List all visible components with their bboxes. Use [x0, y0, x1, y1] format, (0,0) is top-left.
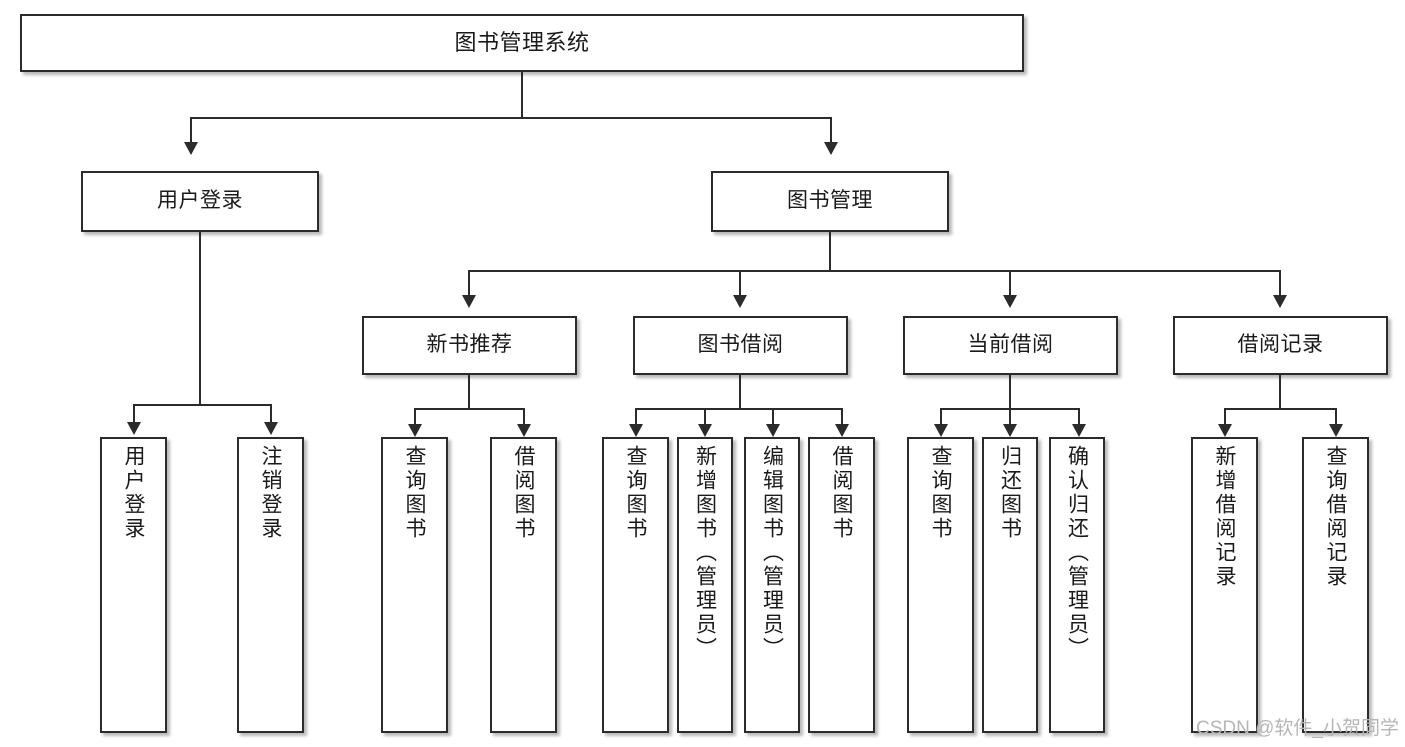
- node-leaf-logout-label: 注销登录: [259, 445, 282, 541]
- node-user-login[interactable]: 用户登录: [81, 171, 319, 232]
- connector-bb-to-leaf4: [841, 408, 843, 426]
- node-leaf-query-book-1[interactable]: 查询图书: [381, 437, 448, 733]
- node-leaf-query-book-2-label: 查询图书: [624, 445, 647, 541]
- connector-bm-to-book-borrow: [739, 270, 741, 297]
- node-leaf-borrow-book-2[interactable]: 借阅图书: [808, 437, 875, 733]
- connector-br-to-leaf2: [1335, 408, 1337, 426]
- node-current-borrow[interactable]: 当前借阅: [903, 316, 1118, 375]
- node-leaf-edit-book-label: 编辑图书（管理员）: [760, 445, 784, 661]
- node-leaf-query-book-1-label: 查询图书: [403, 445, 426, 541]
- csdn-watermark: CSDN @软件_小贺同学: [1196, 718, 1399, 739]
- connector-root-to-user-login: [190, 117, 192, 144]
- connector-user-login-to-leaf2: [270, 404, 272, 424]
- connector-bb-to-leaf1: [635, 408, 637, 426]
- connector-book-borrow-stem: [739, 375, 741, 408]
- node-leaf-query-book-3[interactable]: 查询图书: [907, 437, 974, 733]
- arrow-bm-to-current-borrow: [1003, 295, 1017, 308]
- connector-cb-to-leaf3: [1078, 408, 1080, 426]
- connector-book-management-stem: [829, 232, 831, 270]
- arrow-user-login-to-leaf1: [127, 422, 141, 435]
- connector-cb-to-leaf1: [940, 408, 942, 426]
- node-current-borrow-label: 当前借阅: [967, 333, 1054, 357]
- connector-new-book-bus: [414, 408, 525, 410]
- connector-bm-to-borrow-record: [1279, 270, 1281, 297]
- connector-br-to-leaf1: [1224, 408, 1226, 426]
- node-leaf-confirm-return-label: 确认归还（管理员）: [1065, 445, 1089, 661]
- node-book-management-label: 图书管理: [787, 189, 873, 213]
- node-leaf-query-book-3-label: 查询图书: [929, 445, 952, 541]
- node-borrow-record[interactable]: 借阅记录: [1173, 316, 1388, 375]
- node-book-borrow[interactable]: 图书借阅: [633, 316, 848, 375]
- connector-borrow-record-bus: [1224, 408, 1337, 410]
- arrow-bm-to-borrow-record: [1273, 295, 1287, 308]
- node-leaf-query-record-label: 查询借阅记录: [1324, 445, 1347, 589]
- arrow-br-to-leaf1: [1218, 424, 1232, 437]
- node-borrow-record-label: 借阅记录: [1237, 333, 1324, 357]
- connector-cb-to-leaf2: [1009, 408, 1011, 426]
- node-leaf-user-login[interactable]: 用户登录: [100, 437, 167, 733]
- arrow-bb-to-leaf1: [629, 424, 643, 437]
- connector-user-login-stem: [199, 232, 201, 404]
- connector-borrow-record-stem: [1279, 375, 1281, 408]
- node-leaf-add-record[interactable]: 新增借阅记录: [1191, 437, 1258, 733]
- arrow-bm-to-book-borrow: [733, 295, 747, 308]
- node-leaf-return-book[interactable]: 归还图书: [982, 437, 1038, 733]
- connector-bm-to-current-borrow: [1009, 270, 1011, 297]
- arrow-new-book-to-leaf2: [517, 424, 531, 437]
- node-leaf-add-book-label: 新增图书（管理员）: [693, 445, 717, 661]
- node-leaf-borrow-book-2-label: 借阅图书: [830, 445, 853, 541]
- node-book-borrow-label: 图书借阅: [697, 333, 784, 357]
- arrow-user-login-to-leaf2: [264, 422, 278, 435]
- node-leaf-edit-book[interactable]: 编辑图书（管理员）: [744, 437, 800, 733]
- node-book-management[interactable]: 图书管理: [711, 171, 949, 232]
- node-leaf-return-book-label: 归还图书: [998, 445, 1022, 541]
- connector-root-to-book-management: [830, 117, 832, 144]
- arrow-cb-to-leaf3: [1072, 424, 1086, 437]
- node-new-book-recommend-label: 新书推荐: [426, 333, 513, 357]
- arrow-bb-to-leaf2: [698, 424, 712, 437]
- connector-bb-to-leaf3: [772, 408, 774, 426]
- connector-book-borrow-bus: [635, 408, 843, 410]
- arrow-bm-to-new-book: [462, 295, 476, 308]
- arrow-new-book-to-leaf1: [408, 424, 422, 437]
- node-leaf-user-login-label: 用户登录: [122, 445, 145, 541]
- node-leaf-query-book-2[interactable]: 查询图书: [602, 437, 669, 733]
- arrow-root-to-user-login: [184, 142, 198, 155]
- arrow-bb-to-leaf4: [835, 424, 849, 437]
- node-user-login-label: 用户登录: [157, 189, 243, 213]
- node-leaf-confirm-return[interactable]: 确认归还（管理员）: [1049, 437, 1105, 733]
- node-leaf-borrow-book-1-label: 借阅图书: [512, 445, 535, 541]
- arrow-bb-to-leaf3: [766, 424, 780, 437]
- node-leaf-add-book[interactable]: 新增图书（管理员）: [677, 437, 733, 733]
- node-new-book-recommend[interactable]: 新书推荐: [362, 316, 577, 375]
- connector-bb-to-leaf2: [704, 408, 706, 426]
- arrow-cb-to-leaf1: [934, 424, 948, 437]
- connector-new-book-stem: [468, 375, 470, 408]
- node-root[interactable]: 图书管理系统: [20, 14, 1024, 72]
- connector-user-login-to-leaf1: [133, 404, 135, 424]
- connector-user-login-bus: [133, 404, 272, 406]
- connector-book-management-bus: [468, 270, 1280, 272]
- connector-new-book-to-leaf2: [523, 408, 525, 426]
- connector-root-bus: [190, 117, 832, 119]
- node-root-label: 图书管理系统: [454, 30, 590, 56]
- connector-current-borrow-stem: [1009, 375, 1011, 408]
- node-leaf-query-record[interactable]: 查询借阅记录: [1302, 437, 1369, 733]
- connector-root-stem: [521, 72, 523, 117]
- arrow-cb-to-leaf2: [1003, 424, 1017, 437]
- arrow-root-to-book-management: [824, 142, 838, 155]
- arrow-br-to-leaf2: [1329, 424, 1343, 437]
- connector-bm-to-new-book: [468, 270, 470, 297]
- node-leaf-add-record-label: 新增借阅记录: [1213, 445, 1236, 589]
- node-leaf-borrow-book-1[interactable]: 借阅图书: [490, 437, 557, 733]
- connector-new-book-to-leaf1: [414, 408, 416, 426]
- node-leaf-logout[interactable]: 注销登录: [237, 437, 304, 733]
